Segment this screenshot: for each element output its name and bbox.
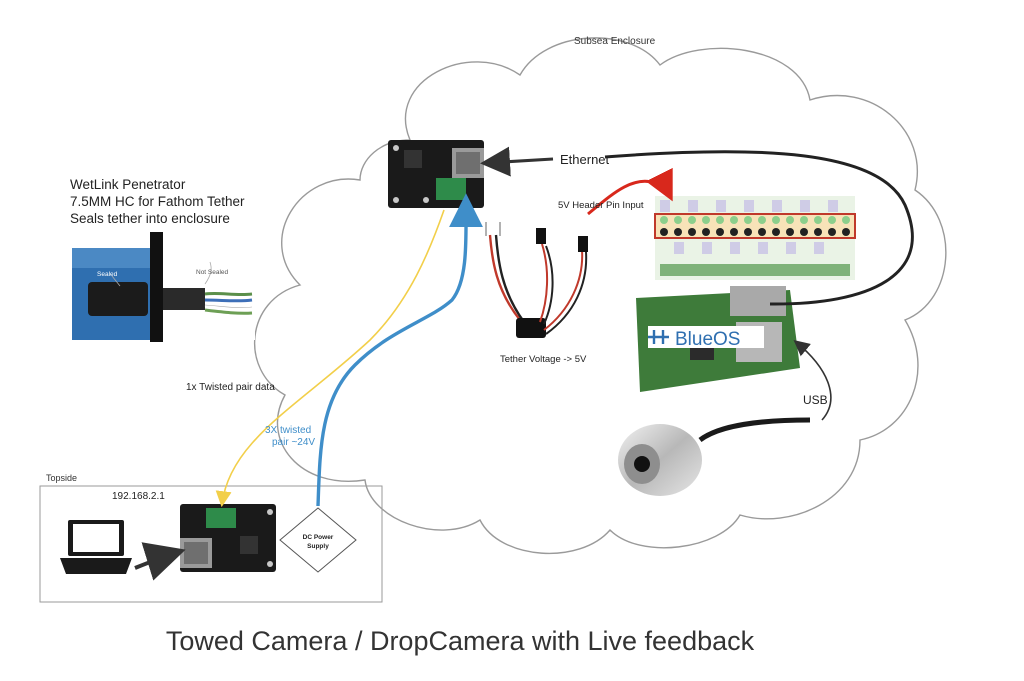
- twisted-3x-line2: pair ~24V: [272, 437, 315, 448]
- penetrator-line-3: Seals tether into enclosure: [70, 211, 230, 226]
- diagram-title: Towed Camera / DropCamera with Live feed…: [165, 626, 755, 656]
- tether-voltage-label: Tether Voltage -> 5V: [500, 354, 587, 365]
- topside-ethernet-board: [180, 504, 276, 572]
- dc-power-supply-diamond: [279, 507, 357, 573]
- voltage-converter-cable: [485, 222, 588, 338]
- topside-label: Topside: [46, 473, 77, 483]
- subsea-enclosure-cloud: [253, 37, 947, 555]
- power-supply-line1: DC Power: [303, 534, 334, 541]
- red-5v-arrow: [587, 167, 673, 216]
- usb-camera: [618, 417, 811, 496]
- ethernet-label: Ethernet: [560, 152, 610, 167]
- raspberry-pi-board: [636, 286, 800, 392]
- power-supply-line2: Supply: [307, 543, 329, 550]
- gpio-header-diagram: [654, 196, 856, 280]
- ethernet-cable: [604, 150, 914, 306]
- blueos-label: BlueOS: [675, 329, 740, 350]
- twisted-pair-data-label: 1x Twisted pair data: [186, 382, 275, 393]
- laptop-to-board-arrow: [134, 542, 186, 581]
- penetrator-line-2: 7.5MM HC for Fathom Tether: [70, 194, 245, 209]
- blue-power-wire: [316, 193, 484, 507]
- twisted-3x-line1: 3X twisted: [265, 425, 311, 436]
- yellow-data-wire: [215, 209, 445, 508]
- not-sealed-label: Not Sealed: [196, 269, 229, 276]
- subsea-enclosure-label: Subsea Enclosure: [574, 36, 656, 47]
- ethernet-arrow: [480, 146, 554, 177]
- topside-box: [39, 485, 383, 603]
- usb-label: USB: [803, 393, 828, 407]
- ip-address-label: 192.168.2.1: [112, 491, 165, 502]
- usb-arrow: [793, 339, 832, 421]
- penetrator-description: WetLink Penetrator 7.5MM HC for Fathom T…: [70, 176, 245, 227]
- subsea-ethernet-board: [388, 140, 484, 208]
- penetrator-line-1: WetLink Penetrator: [70, 177, 186, 192]
- penetrator-illustration: [72, 232, 255, 342]
- sealed-label: Sealed: [97, 271, 118, 278]
- blueos-logo-icon: [648, 330, 669, 344]
- laptop-icon: [60, 520, 132, 574]
- header-pin-label: 5V Header Pin Input: [558, 200, 644, 211]
